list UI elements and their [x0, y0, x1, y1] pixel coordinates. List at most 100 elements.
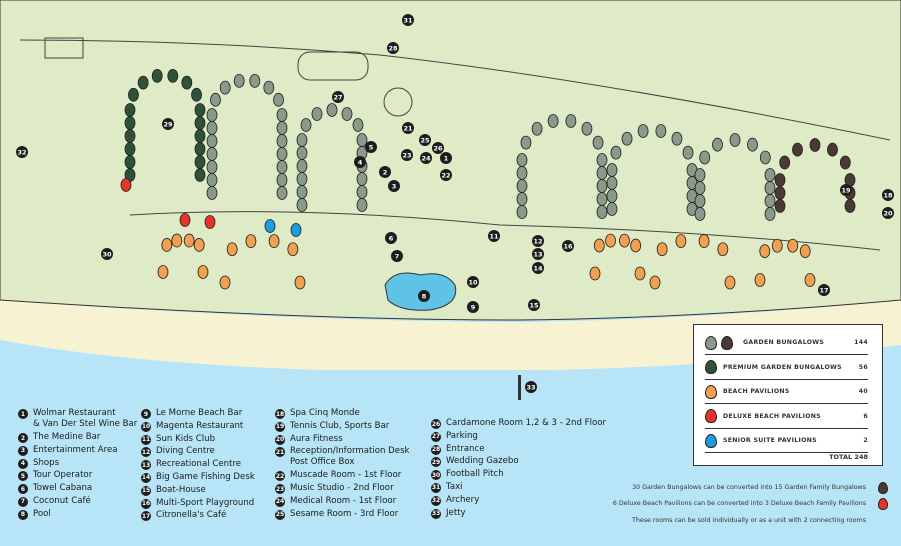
map-marker-25[interactable]: 25 — [419, 134, 431, 146]
marker-circle — [440, 152, 452, 164]
key-label: DELUXE BEACH PAVILIONS — [723, 412, 822, 420]
beach-pavilion — [161, 238, 173, 252]
map-marker-22[interactable]: 22 — [440, 169, 452, 181]
map-marker-33[interactable]: 33 — [525, 381, 537, 393]
map-marker-6[interactable]: 6 — [385, 232, 397, 244]
garden-bungalow — [276, 134, 288, 148]
map-marker-20[interactable]: 20 — [882, 207, 894, 219]
garden-bungalow — [699, 150, 711, 165]
map-marker-32[interactable]: 32 — [16, 146, 28, 158]
garden-bungalow — [356, 198, 368, 212]
map-marker-12[interactable]: 12 — [532, 235, 544, 247]
map-marker-10[interactable]: 10 — [467, 276, 479, 288]
garden-bungalow — [610, 145, 622, 160]
map-marker-30[interactable]: 30 — [101, 248, 113, 260]
marker-number: 18 — [883, 191, 893, 199]
key-label: SENIOR SUITE PAVILIONS — [723, 437, 817, 444]
map-marker-31[interactable]: 31 — [402, 14, 414, 26]
map-marker-2[interactable]: 2 — [379, 166, 391, 178]
map-marker-14[interactable]: 14 — [532, 262, 544, 274]
marker-circle — [467, 301, 479, 313]
garden-bungalow — [210, 92, 221, 107]
map-marker-27[interactable]: 27 — [332, 91, 344, 103]
map-marker-19[interactable]: 19 — [840, 184, 852, 196]
garden-bungalow — [326, 103, 338, 117]
map-marker-16[interactable]: 16 — [562, 240, 574, 252]
key-count: 6 — [863, 412, 868, 420]
map-marker-17[interactable]: 17 — [818, 284, 830, 296]
marker-circle — [840, 184, 852, 196]
map-marker-9[interactable]: 9 — [467, 301, 479, 313]
garden-bungalow — [276, 186, 288, 200]
map-marker-15[interactable]: 15 — [528, 299, 540, 311]
premium-garden-bungalow — [167, 68, 179, 83]
marker-number: 15 — [529, 301, 539, 309]
garden-bungalow — [276, 173, 288, 187]
map-marker-26[interactable]: 26 — [432, 142, 444, 154]
map-marker-4[interactable]: 4 — [354, 156, 366, 168]
marker-circle — [528, 299, 540, 311]
map-marker-23[interactable]: 23 — [401, 149, 413, 161]
beach-pavilion — [649, 275, 661, 290]
map-marker-18[interactable]: 18 — [882, 189, 894, 201]
place-label: Wolmar Restaurant & Van Der Stel Wine Ba… — [33, 408, 138, 429]
garden-bungalow — [296, 185, 308, 199]
number-badge: 24 — [275, 496, 285, 507]
beach-pavilion — [183, 233, 195, 248]
marker-circle — [882, 207, 894, 219]
number-badge: 29 — [431, 457, 441, 468]
garden-bungalow — [206, 108, 218, 122]
garden-bungalow — [516, 153, 528, 167]
number-badge: 28 — [431, 444, 441, 455]
beach-pavilion — [717, 242, 729, 257]
marker-number: 29 — [163, 120, 173, 128]
key-label: GARDEN BUNGALOWS — [743, 339, 825, 346]
garden-bungalow — [341, 107, 353, 121]
map-marker-5[interactable]: 5 — [365, 141, 377, 153]
beach-pavilion — [804, 273, 816, 287]
garden-bungalow-dark — [809, 138, 821, 152]
place-label: Multi-Sport Playground — [156, 497, 255, 508]
map-marker-7[interactable]: 7 — [391, 250, 403, 262]
place-label: Aura Fitness — [290, 433, 343, 444]
map-marker-1[interactable]: 1 — [440, 152, 452, 164]
garden-bungalow — [596, 153, 608, 167]
garden-bungalow-dark — [839, 155, 851, 170]
garden-bungalow — [206, 121, 218, 135]
marker-number: 22 — [441, 171, 450, 179]
map-marker-11[interactable]: 11 — [488, 230, 500, 242]
map-marker-3[interactable]: 3 — [388, 180, 400, 192]
map-marker-8[interactable]: 8 — [418, 290, 430, 302]
marker-number: 19 — [841, 186, 851, 194]
garden-bungalow — [671, 131, 683, 146]
map-marker-24[interactable]: 24 — [420, 152, 432, 164]
number-badge: 26 — [431, 419, 441, 429]
map-marker-21[interactable]: 21 — [402, 122, 414, 134]
map-marker-29[interactable]: 29 — [162, 118, 174, 130]
place-label: Spa Cinq Monde — [290, 408, 360, 418]
marker-number: 10 — [468, 278, 478, 286]
marker-number: 25 — [420, 136, 430, 144]
marker-number: 26 — [433, 144, 443, 152]
bungalow-leaf-icon — [705, 409, 717, 423]
beach-pavilion — [754, 273, 766, 287]
beach-pavilion — [294, 275, 306, 290]
garden-bungalow — [296, 133, 308, 147]
garden-bungalow — [655, 124, 667, 138]
marker-circle — [440, 169, 452, 181]
garden-bungalow — [296, 172, 308, 186]
garden-bungalow-dark — [774, 173, 786, 187]
map-marker-28[interactable]: 28 — [387, 42, 399, 54]
garden-bungalow — [606, 176, 618, 190]
map-marker-13[interactable]: 13 — [532, 248, 544, 260]
number-badge: 22 — [275, 471, 285, 482]
beach-pavilion — [630, 238, 642, 253]
premium-garden-bungalow — [181, 75, 193, 90]
